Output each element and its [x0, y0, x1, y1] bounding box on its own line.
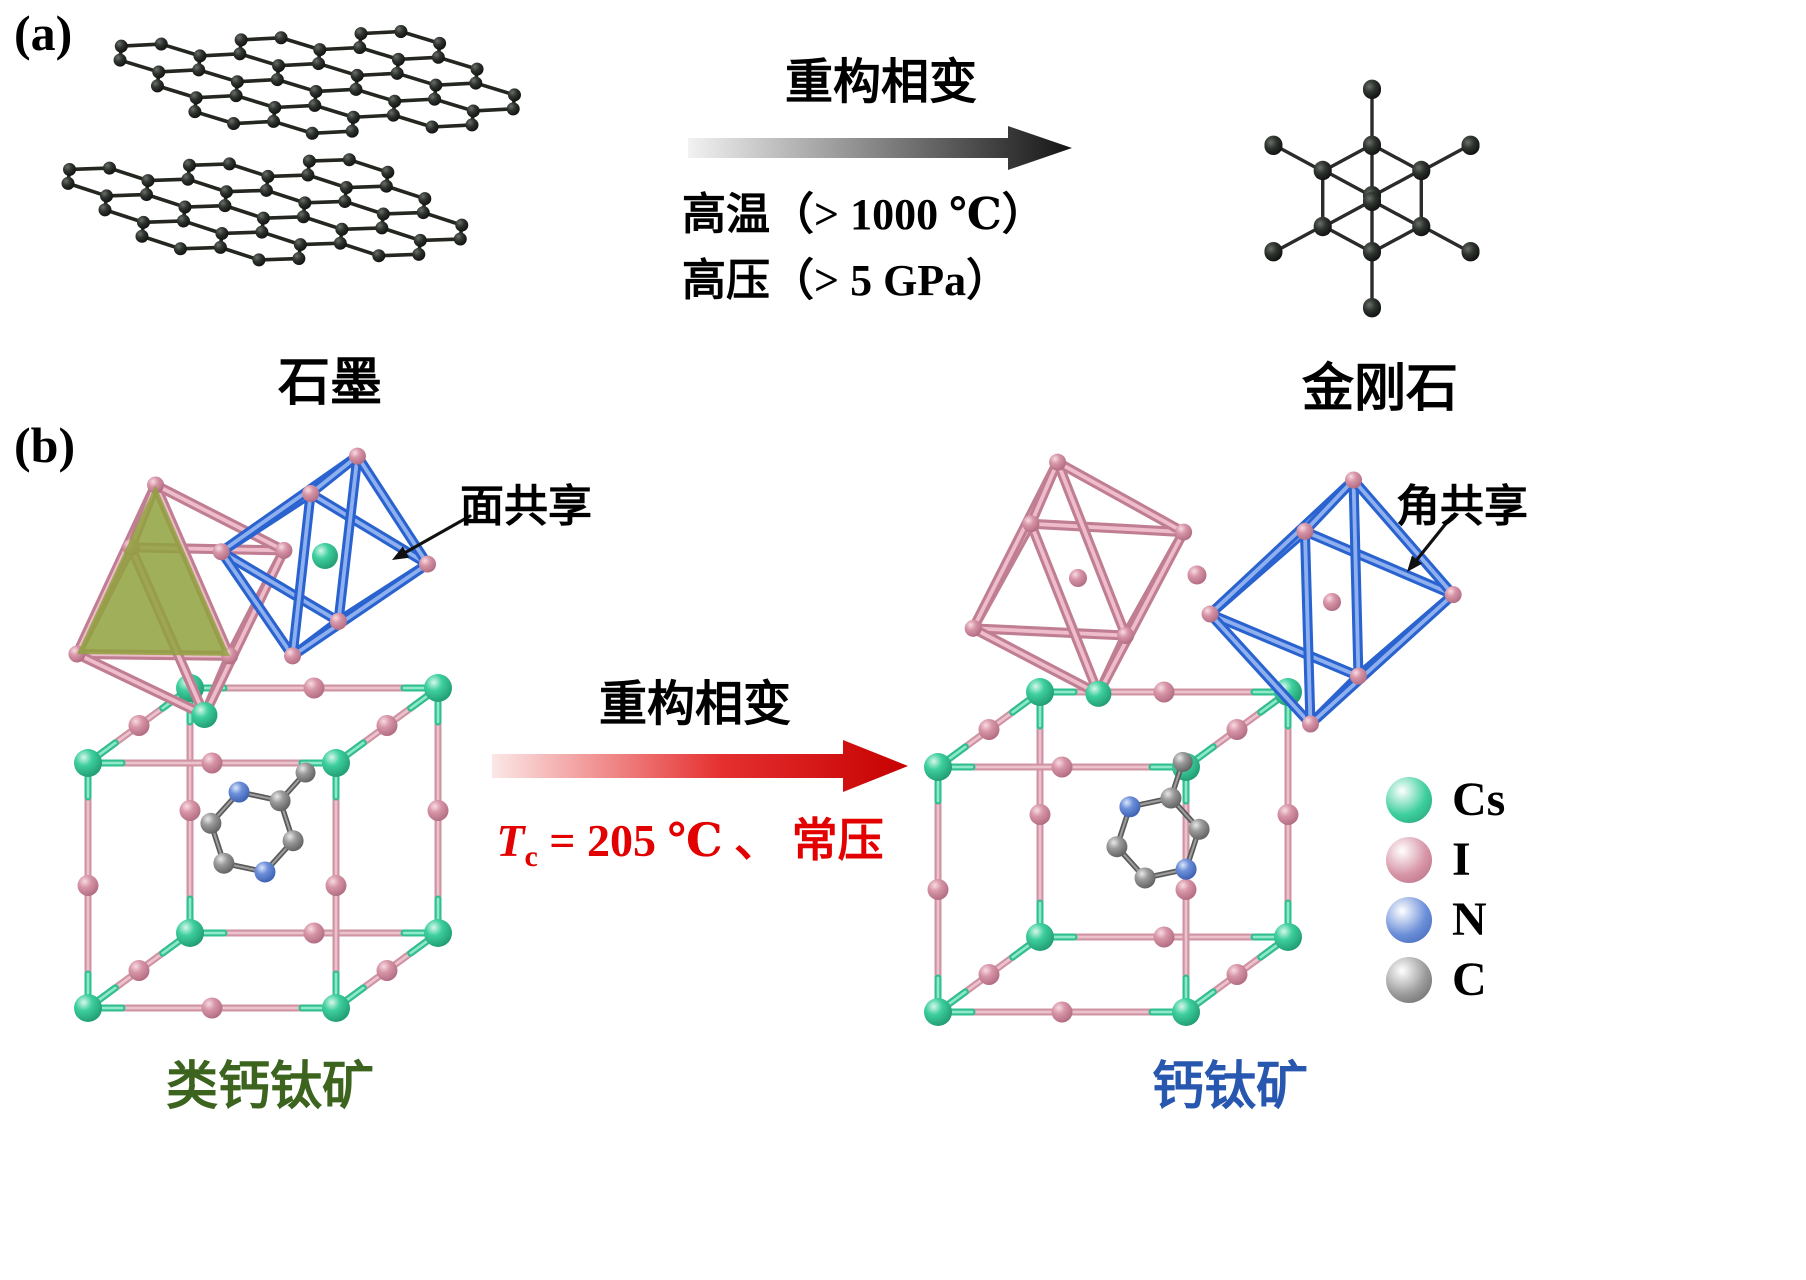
organic-molecule [1106, 751, 1210, 889]
i-atom-icon [1386, 837, 1432, 883]
graphite-structure [61, 24, 521, 267]
panel-a-label: (a) [14, 5, 73, 61]
legend-label-c: C [1452, 953, 1487, 1006]
legend-item-n: N [1386, 890, 1505, 950]
diamond-structure [1264, 79, 1480, 318]
diamond-caption: 金刚石 [1301, 361, 1458, 418]
perovskite-caption: 钙钛矿 [1151, 1059, 1308, 1116]
legend-item-c: C [1386, 950, 1505, 1010]
panel-a-condition-temperature: 高温（> 1000 ℃） [682, 190, 1046, 239]
c-atom-icon [1386, 957, 1432, 1003]
panel-a-condition-pressure: 高压（> 5 GPa） [682, 256, 1011, 305]
organic-molecule [200, 762, 316, 883]
panel-a-arrow-title: 重构相变 [784, 56, 977, 109]
annotation-arrow [1407, 514, 1454, 572]
perovskite-structure [924, 453, 1462, 1026]
legend-item-i: I [1386, 830, 1505, 890]
perovskite-like-caption: 类钙钛矿 [165, 1059, 374, 1116]
legend: Cs I N C [1386, 770, 1505, 1010]
shared-face [76, 484, 230, 656]
corner-sharing-annotation: 角共享 [1396, 482, 1528, 531]
annotation-arrow [392, 514, 472, 560]
octahedron [1201, 471, 1462, 733]
transition-condition: Tc = 205 ℃ 、 常压 [420, 804, 960, 874]
cs-atom-icon [1386, 777, 1432, 823]
legend-label-n: N [1452, 893, 1487, 946]
tc-symbol: T [496, 815, 525, 866]
tc-subscript: c [524, 840, 538, 874]
perovskite-cage [924, 678, 1302, 1026]
tc-value: = 205 ℃ 、 常压 [537, 815, 884, 866]
face-sharing-annotation: 面共享 [460, 482, 592, 531]
phase-transition-arrow-b [492, 740, 908, 792]
legend-label-cs: Cs [1452, 773, 1506, 826]
n-atom-icon [1386, 897, 1432, 943]
perovskite-cage [74, 674, 452, 1022]
panel-b-label: (b) [14, 417, 76, 473]
graphite-caption: 石墨 [277, 355, 382, 412]
delta-phase-structure [68, 447, 452, 1022]
legend-item-cs: Cs [1386, 770, 1505, 830]
legend-label-i: I [1452, 833, 1471, 886]
panel-b-arrow-title: 重构相变 [598, 678, 791, 731]
phase-transition-arrow-a [688, 126, 1072, 170]
